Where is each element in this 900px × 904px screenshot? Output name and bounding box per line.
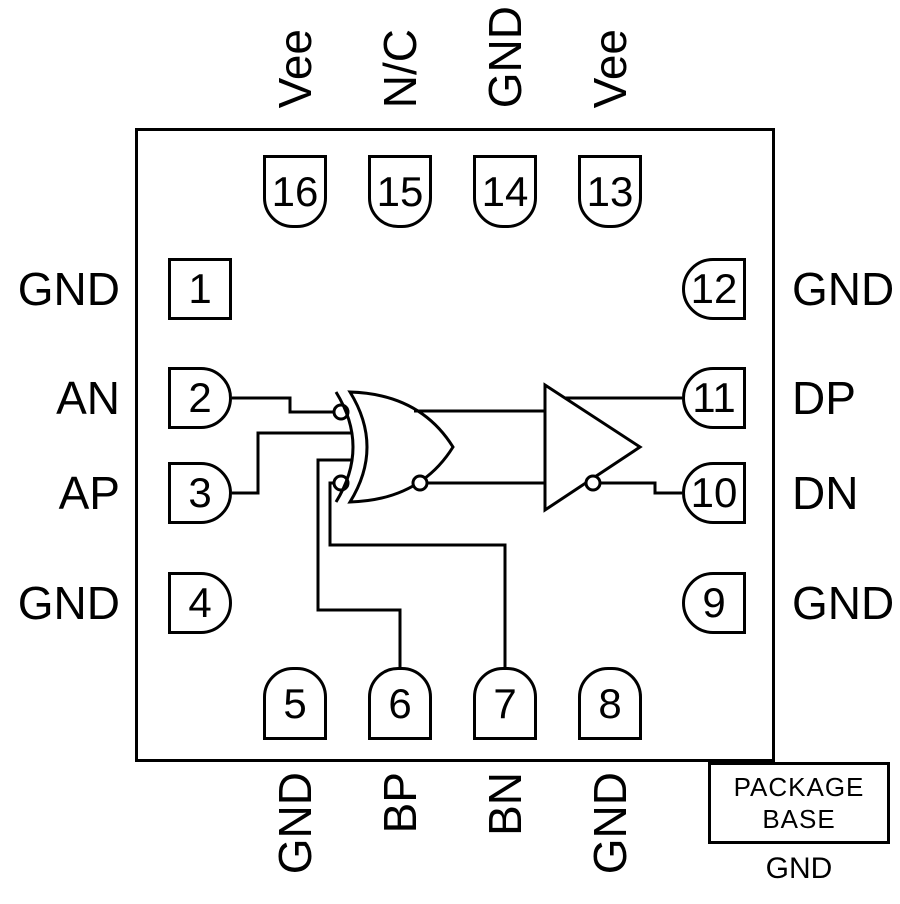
pin-11: 11 — [682, 367, 746, 429]
pin-2: 2 — [168, 367, 232, 429]
pin-3-number: 3 — [188, 469, 212, 516]
pin-8-number: 8 — [598, 679, 622, 727]
pin-12: 12 — [682, 258, 746, 320]
pin-6-label: BP — [368, 772, 432, 902]
pin-11-number: 11 — [692, 374, 736, 421]
pin-6-label-text: BP — [374, 772, 426, 834]
pin-5-label-text: GND — [269, 772, 321, 875]
pin-2-number: 2 — [188, 374, 212, 421]
pin-5: 5 — [263, 667, 327, 740]
pin-15-number: 15 — [376, 167, 424, 215]
pin-4: 4 — [168, 572, 232, 634]
pin-10: 10 — [682, 462, 746, 524]
pin-15-label: N/C — [368, 0, 432, 108]
pin-7-label-text: BN — [479, 772, 531, 836]
pin-14-number: 14 — [481, 167, 529, 215]
pin-8-label-text: GND — [584, 772, 636, 875]
pin-10-label: DN — [792, 467, 859, 519]
package-base-box: PACKAGE BASE — [708, 762, 890, 844]
package-base-gnd-label: GND — [765, 852, 833, 885]
pin-4-label: GND — [17, 577, 120, 629]
pin-13: 13 — [578, 155, 642, 228]
package-base-line1: PACKAGE — [733, 771, 865, 802]
package-base-line2: BASE — [762, 804, 836, 834]
pin-16: 16 — [263, 155, 327, 228]
pin-3-label: AP — [58, 467, 120, 519]
pin-8-label: GND — [578, 772, 642, 902]
pin-14: 14 — [473, 155, 537, 228]
package-outline — [135, 128, 775, 762]
pin-15-label-text: N/C — [374, 28, 426, 108]
pin-7-label: BN — [473, 772, 537, 902]
pin-16-label-text: Vee — [269, 28, 321, 108]
pin-2-label: AN — [56, 372, 120, 424]
pin-6-number: 6 — [388, 679, 412, 727]
pin-9-label: GND — [792, 577, 895, 629]
pin-1: 1 — [168, 258, 232, 320]
pin-13-label: Vee — [578, 0, 642, 108]
pin-13-number: 13 — [586, 167, 634, 215]
pin-3: 3 — [168, 462, 232, 524]
pin-16-label: Vee — [263, 0, 327, 108]
pin-11-label: DP — [792, 372, 856, 424]
pin-9-number: 9 — [702, 579, 726, 626]
pin-13-label-text: Vee — [584, 28, 636, 108]
pin-14-label-text: GND — [479, 5, 531, 108]
pin-4-number: 4 — [188, 579, 212, 626]
pin-8: 8 — [578, 667, 642, 740]
pin-10-number: 10 — [690, 469, 738, 516]
pin-7-number: 7 — [493, 679, 517, 727]
pin-16-number: 16 — [271, 167, 319, 215]
pin-15: 15 — [368, 155, 432, 228]
pin-5-label: GND — [263, 772, 327, 902]
pin-1-number: 1 — [188, 265, 212, 312]
pin-6: 6 — [368, 667, 432, 740]
pin-12-number: 12 — [690, 265, 738, 312]
pin-7: 7 — [473, 667, 537, 740]
pin-12-label: GND — [792, 263, 895, 315]
pin-5-number: 5 — [283, 679, 307, 727]
pin-9: 9 — [682, 572, 746, 634]
pin-1-label: GND — [17, 263, 120, 315]
pin-14-label: GND — [473, 0, 537, 108]
